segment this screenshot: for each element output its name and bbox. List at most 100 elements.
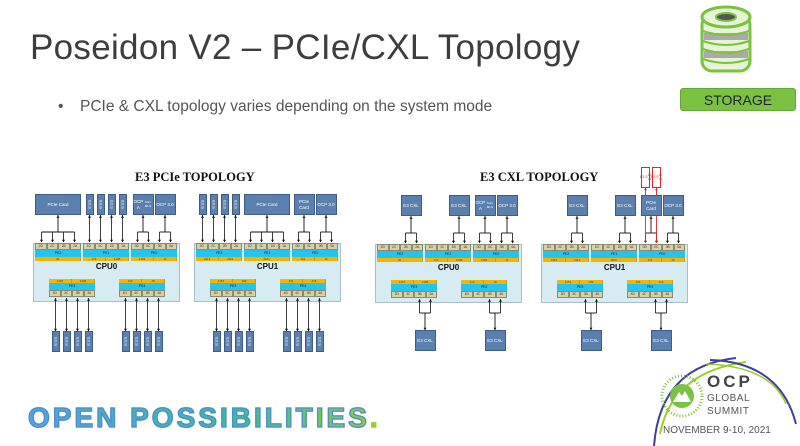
arrowhead-icon [664, 299, 669, 302]
arrowhead-icon [236, 328, 241, 331]
pe-label: PE2 [377, 251, 423, 258]
bullet-dot-icon: • [58, 98, 64, 115]
arrowhead-icon [510, 240, 515, 243]
device-label: E3 CXL [403, 202, 419, 208]
port-3a: 3A [591, 291, 603, 298]
arrowhead-icon [225, 298, 230, 301]
port-3b: 3B [233, 290, 245, 297]
port-0a: 0A [165, 243, 177, 250]
arrowhead-icon [233, 239, 238, 242]
cxl-topology-title: E3 CXL TOPOLOGY [480, 170, 599, 184]
device-label: E3.S [200, 200, 206, 209]
port-1c: 1C [255, 243, 267, 250]
pe-label: PE2 [35, 250, 81, 257]
arrowhead-icon [414, 240, 419, 243]
arrowhead-icon [87, 215, 92, 218]
device-label: E3.S [295, 337, 301, 346]
port-0d: 0D [131, 243, 143, 250]
port-3c: 3C [221, 290, 233, 297]
arrowhead-icon [493, 327, 497, 330]
e3-s-device: E3.S [220, 194, 229, 215]
device-label: E3.S [650, 175, 659, 180]
arrowhead-icon [589, 327, 593, 330]
port-3b: 3B [414, 291, 426, 298]
port-4d: 4D [119, 290, 131, 297]
ocp-3-0-device: OCP 3.0 [154, 194, 176, 215]
arrowhead-icon [98, 215, 103, 218]
port-2a: 2A [69, 243, 81, 250]
pe-label: PE2 [543, 251, 589, 258]
ocp-3-0-device: OCP 3.0 [315, 194, 337, 215]
connector-j74: J74 [425, 258, 448, 262]
arrowhead-icon [120, 215, 125, 218]
arrowhead-icon [145, 298, 150, 301]
arrowhead-icon [75, 298, 80, 301]
device-label: OCP 3.0 [156, 201, 174, 207]
device-label: E3.S [145, 337, 151, 346]
device-label: E3 CXL [617, 202, 633, 208]
ocp-3-0-device: OCP 3.0 [496, 195, 518, 216]
arrowhead-icon [457, 216, 461, 219]
connector-j113: J113 [196, 257, 219, 261]
connector-j108: J108 [106, 257, 129, 261]
arrowhead-icon [211, 215, 216, 218]
e3-s-device: E3.S [62, 331, 71, 352]
port-3a: 3A [425, 291, 437, 298]
arrowhead-icon [200, 215, 205, 218]
storage-icon [698, 3, 754, 79]
arrowhead-icon [302, 215, 306, 218]
port-4b: 4B [142, 290, 154, 297]
arrowhead-icon [64, 298, 69, 301]
port-3b: 3B [72, 290, 84, 297]
e3-s-device: E3.S [73, 331, 82, 352]
device-sublabel: from MLS [486, 200, 493, 209]
arrowhead-icon [462, 240, 467, 243]
connector-j107: J107 [49, 279, 72, 283]
pe-label: PE3 [391, 284, 437, 291]
arrowhead-icon [247, 298, 252, 301]
storage-badge: STORAGE [680, 88, 796, 111]
port-0d: 0D [292, 243, 304, 250]
e3-s-device: E3.S [245, 331, 254, 352]
arrowhead-icon [409, 216, 413, 219]
arrowhead-icon [594, 299, 599, 302]
device-label: E3.S [109, 200, 115, 209]
device-label: OCP 3.0 [317, 201, 335, 207]
port-1d: 1D [591, 244, 603, 251]
arrowhead-icon [649, 216, 653, 219]
device-label: E3.S [225, 337, 231, 346]
device-label: E3 CXL [487, 337, 503, 343]
arrowhead-icon [225, 328, 230, 331]
port-0d: 0D [473, 244, 485, 251]
port-4d: 4D [280, 290, 292, 297]
connector-row: J6 [35, 257, 81, 261]
arrowhead-icon [123, 328, 128, 331]
arrowhead-icon [98, 239, 103, 242]
port-2d: 2D [543, 244, 555, 251]
pe-label: PE3 [210, 283, 256, 290]
arrowhead-icon [295, 298, 300, 301]
port-2d: 2D [196, 243, 208, 250]
port-1a: 1A [625, 244, 637, 251]
e3-s-device: E3.S [282, 331, 291, 352]
arrowhead-icon [75, 328, 80, 331]
arrowhead-icon [61, 239, 66, 242]
link-arrows [569, 188, 681, 330]
